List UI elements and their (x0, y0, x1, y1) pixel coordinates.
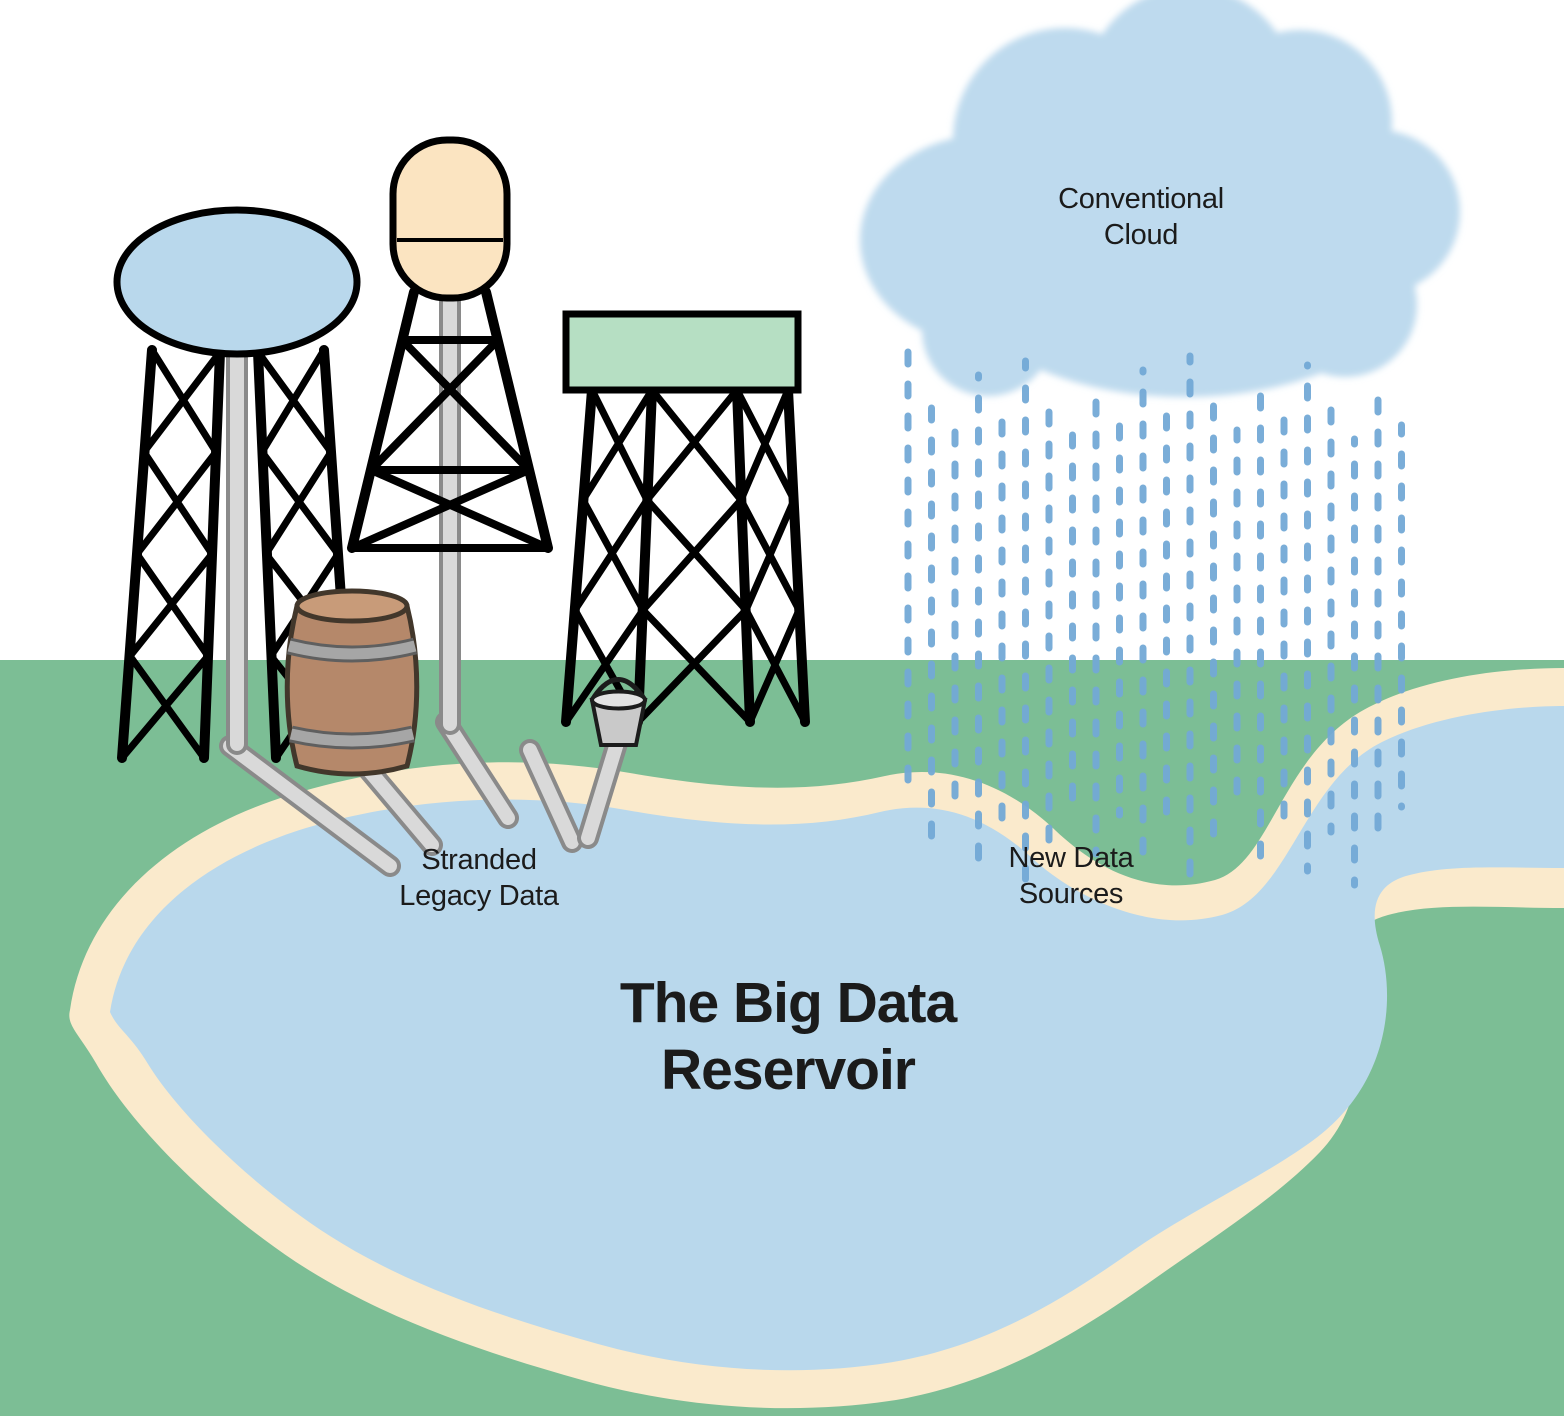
bucket (589, 677, 648, 747)
new-data-sources-label: New Data Sources (1008, 842, 1134, 910)
cloud (860, 0, 1460, 397)
cream-tank (389, 136, 511, 302)
stranded-legacy-data-label: Stranded Legacy Data (399, 844, 559, 912)
reservoir-title: The Big Data Reservoir (619, 970, 957, 1102)
water-tower-cream (347, 136, 553, 735)
drain-pipes (219, 711, 629, 877)
reservoir (69, 668, 1564, 1409)
green-tank (562, 310, 802, 394)
conventional-cloud-label: Conventional Cloud (1058, 183, 1224, 251)
barrel (284, 588, 420, 777)
reservoir-water (110, 706, 1564, 1371)
water-tower-green (561, 310, 810, 727)
rain (904, 348, 1405, 889)
blue-tank (113, 206, 361, 358)
